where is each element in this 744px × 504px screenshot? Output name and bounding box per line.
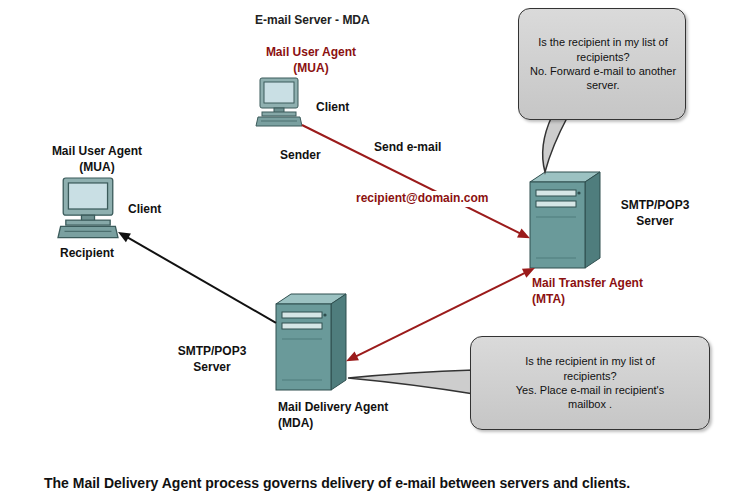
connector-line: [302, 125, 521, 234]
connector: [118, 232, 276, 323]
callout-text: Yes. Place e-mail in recipient's mailbox…: [502, 383, 678, 412]
node-label: SMTP/POP3 Server: [172, 344, 252, 375]
node-label: Mail User Agent (MUA): [256, 45, 366, 76]
connector: [302, 125, 530, 238]
arrowhead: [517, 228, 530, 238]
callout-text: Is the recipient in my list of recipient…: [502, 354, 678, 383]
callout-tail: [348, 370, 474, 394]
computer-icon: [256, 78, 302, 126]
callout-text: No. Forward e-mail to another server.: [525, 64, 681, 93]
edge-label: recipient@domain.com: [354, 191, 490, 207]
callout-bubble: Is the recipient in my list of recipient…: [470, 336, 710, 430]
client-node: Mail User Agent (MUA)ClientSender: [256, 78, 302, 128]
callout-bubble: Is the recipient in my list of recipient…: [518, 8, 686, 120]
server-icon: [276, 294, 346, 390]
computer-icon: [58, 178, 118, 238]
arrowhead: [346, 351, 359, 361]
server-node: SMTP/POP3 ServerMail Transfer Agent (MTA…: [530, 172, 600, 268]
node-label: Mail Delivery Agent (MDA): [278, 400, 418, 431]
arrowhead: [118, 232, 131, 242]
server-node: SMTP/POP3 ServerMail Delivery Agent (MDA…: [276, 294, 346, 390]
server-icon: [530, 172, 600, 268]
caption: The Mail Delivery Agent process governs …: [44, 474, 630, 492]
callout-tail: [543, 116, 568, 172]
node-label: Client: [128, 202, 178, 218]
node-label: SMTP/POP3 Server: [615, 198, 695, 229]
node-label: Sender: [280, 148, 340, 164]
client-node: Mail User Agent (MUA)ClientRecipient: [58, 178, 118, 240]
node-label: Mail Transfer Agent (MTA): [532, 276, 672, 307]
node-label: Recipient: [60, 246, 130, 262]
diagram-title: E-mail Server - MDA: [255, 13, 370, 29]
node-label: Client: [316, 100, 366, 116]
connector-line: [127, 237, 276, 323]
node-label: Mail User Agent (MUA): [42, 144, 152, 175]
arrow-label: Send e-mail: [372, 140, 443, 156]
callout-text: Is the recipient in my list of recipient…: [525, 35, 681, 64]
